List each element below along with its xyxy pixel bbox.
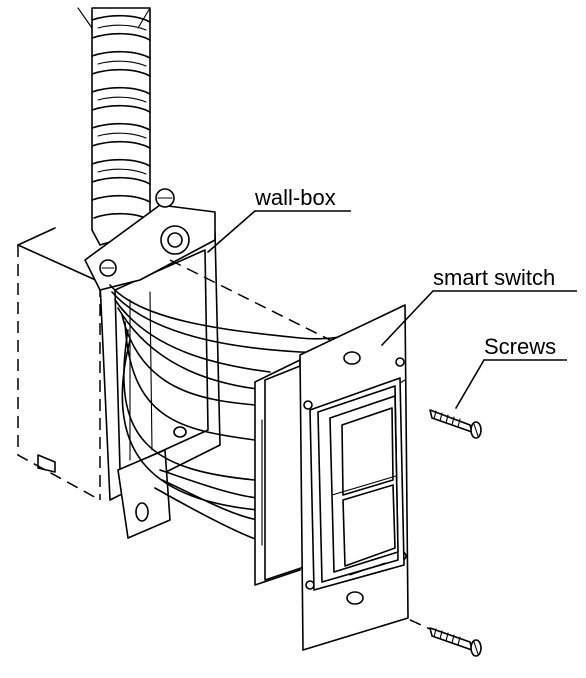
upper-alignment-line	[169, 259, 351, 351]
flexible-conduit	[77, 7, 151, 246]
screw-top	[429, 409, 482, 439]
screw-bottom	[429, 627, 482, 657]
wires	[109, 284, 346, 541]
wall-box-label: wall-box	[254, 185, 336, 210]
label-screws: Screws	[455, 334, 567, 409]
screws-label: Screws	[484, 334, 556, 359]
smart-switch	[254, 304, 409, 651]
label-smart-switch: smart switch	[381, 265, 577, 346]
wall-box	[17, 188, 221, 539]
label-wall-box: wall-box	[207, 185, 351, 253]
smart-switch-label: smart switch	[433, 265, 555, 290]
